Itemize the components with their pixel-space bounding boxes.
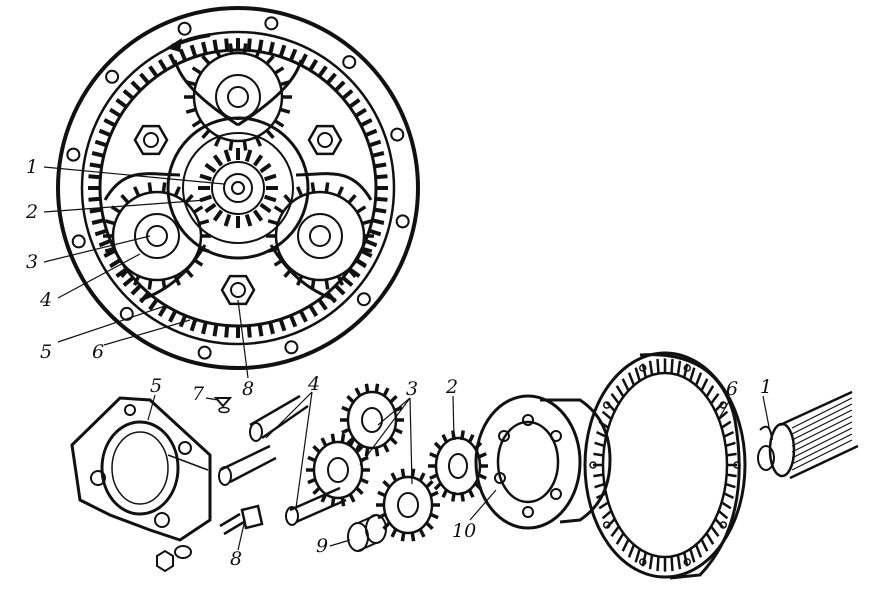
ring-gear-internal-teeth — [88, 38, 388, 338]
leader-exp-10 — [469, 489, 497, 521]
label-top-5: 5 — [40, 341, 52, 363]
label-exp-7: 7 — [192, 383, 205, 405]
leader-top-5 — [57, 305, 166, 343]
leader-top-6 — [103, 319, 191, 346]
leader-top-8 — [237, 299, 249, 379]
label-exp-4: 4 — [307, 373, 320, 395]
leader-exp-3c — [409, 397, 413, 485]
rivet — [213, 397, 233, 414]
bolt — [219, 504, 264, 536]
planet-carrier — [103, 59, 373, 302]
leader-exp-1 — [762, 395, 771, 433]
leader-top-4 — [57, 253, 141, 299]
assembled-view: 1 2 3 4 5 6 8 — [25, 6, 420, 400]
leader-exp-4a — [265, 391, 313, 439]
sun-gear-teeth — [198, 148, 278, 228]
label-exp-10: 10 — [452, 520, 476, 542]
label-exp-9: 9 — [316, 535, 328, 557]
ring-gear-outer-rim — [56, 6, 420, 370]
axle-shaft-end — [223, 173, 253, 203]
label-top-6: 6 — [92, 341, 104, 363]
leader-exp-6 — [717, 397, 732, 421]
leader-exp-7 — [205, 397, 219, 401]
axle-shaft — [757, 390, 859, 480]
label-exp-3: 3 — [406, 378, 418, 400]
leader-exp-8 — [237, 523, 245, 551]
exploded-view: 5 7 4 3 2 6 1 8 9 10 — [70, 351, 859, 580]
sun-gear-hub — [166, 116, 310, 260]
label-top-2: 2 — [25, 201, 38, 223]
leader-exp-2 — [452, 395, 455, 441]
label-exp-2: 2 — [445, 376, 458, 398]
rotation-arrow-head — [166, 38, 182, 52]
planet-gears-exploded — [306, 383, 440, 542]
axle-shaft-center — [231, 181, 245, 195]
pins — [218, 394, 347, 526]
leader-exp-9 — [329, 539, 351, 547]
label-top-1: 1 — [26, 156, 38, 178]
sun-gear-ring — [182, 132, 294, 244]
label-top-3: 3 — [26, 251, 38, 273]
needle-bearing — [347, 514, 387, 552]
nut-and-washer — [156, 545, 192, 573]
ring-gear-inner-rim — [80, 30, 396, 346]
leader-exp-5 — [147, 394, 156, 421]
ring-bolt-holes — [66, 16, 410, 360]
label-exp-5: 5 — [150, 375, 162, 397]
leader-top-2 — [43, 199, 207, 213]
label-exp-6: 6 — [726, 378, 738, 400]
sun-gear-inner — [211, 161, 265, 215]
label-exp-8: 8 — [230, 548, 242, 570]
leader-exp-3a — [377, 397, 411, 426]
leader-top-1 — [43, 166, 225, 185]
ring-gear-teeth-base — [98, 48, 378, 328]
leader-exp-3b — [359, 397, 411, 466]
leader-exp-4b — [295, 391, 313, 509]
carrier-nuts — [133, 124, 343, 306]
label-exp-1: 1 — [760, 376, 772, 398]
label-top-4: 4 — [39, 289, 52, 311]
carrier-housing — [70, 396, 212, 542]
label-top-8: 8 — [242, 378, 254, 400]
leader-top-3 — [43, 235, 151, 263]
